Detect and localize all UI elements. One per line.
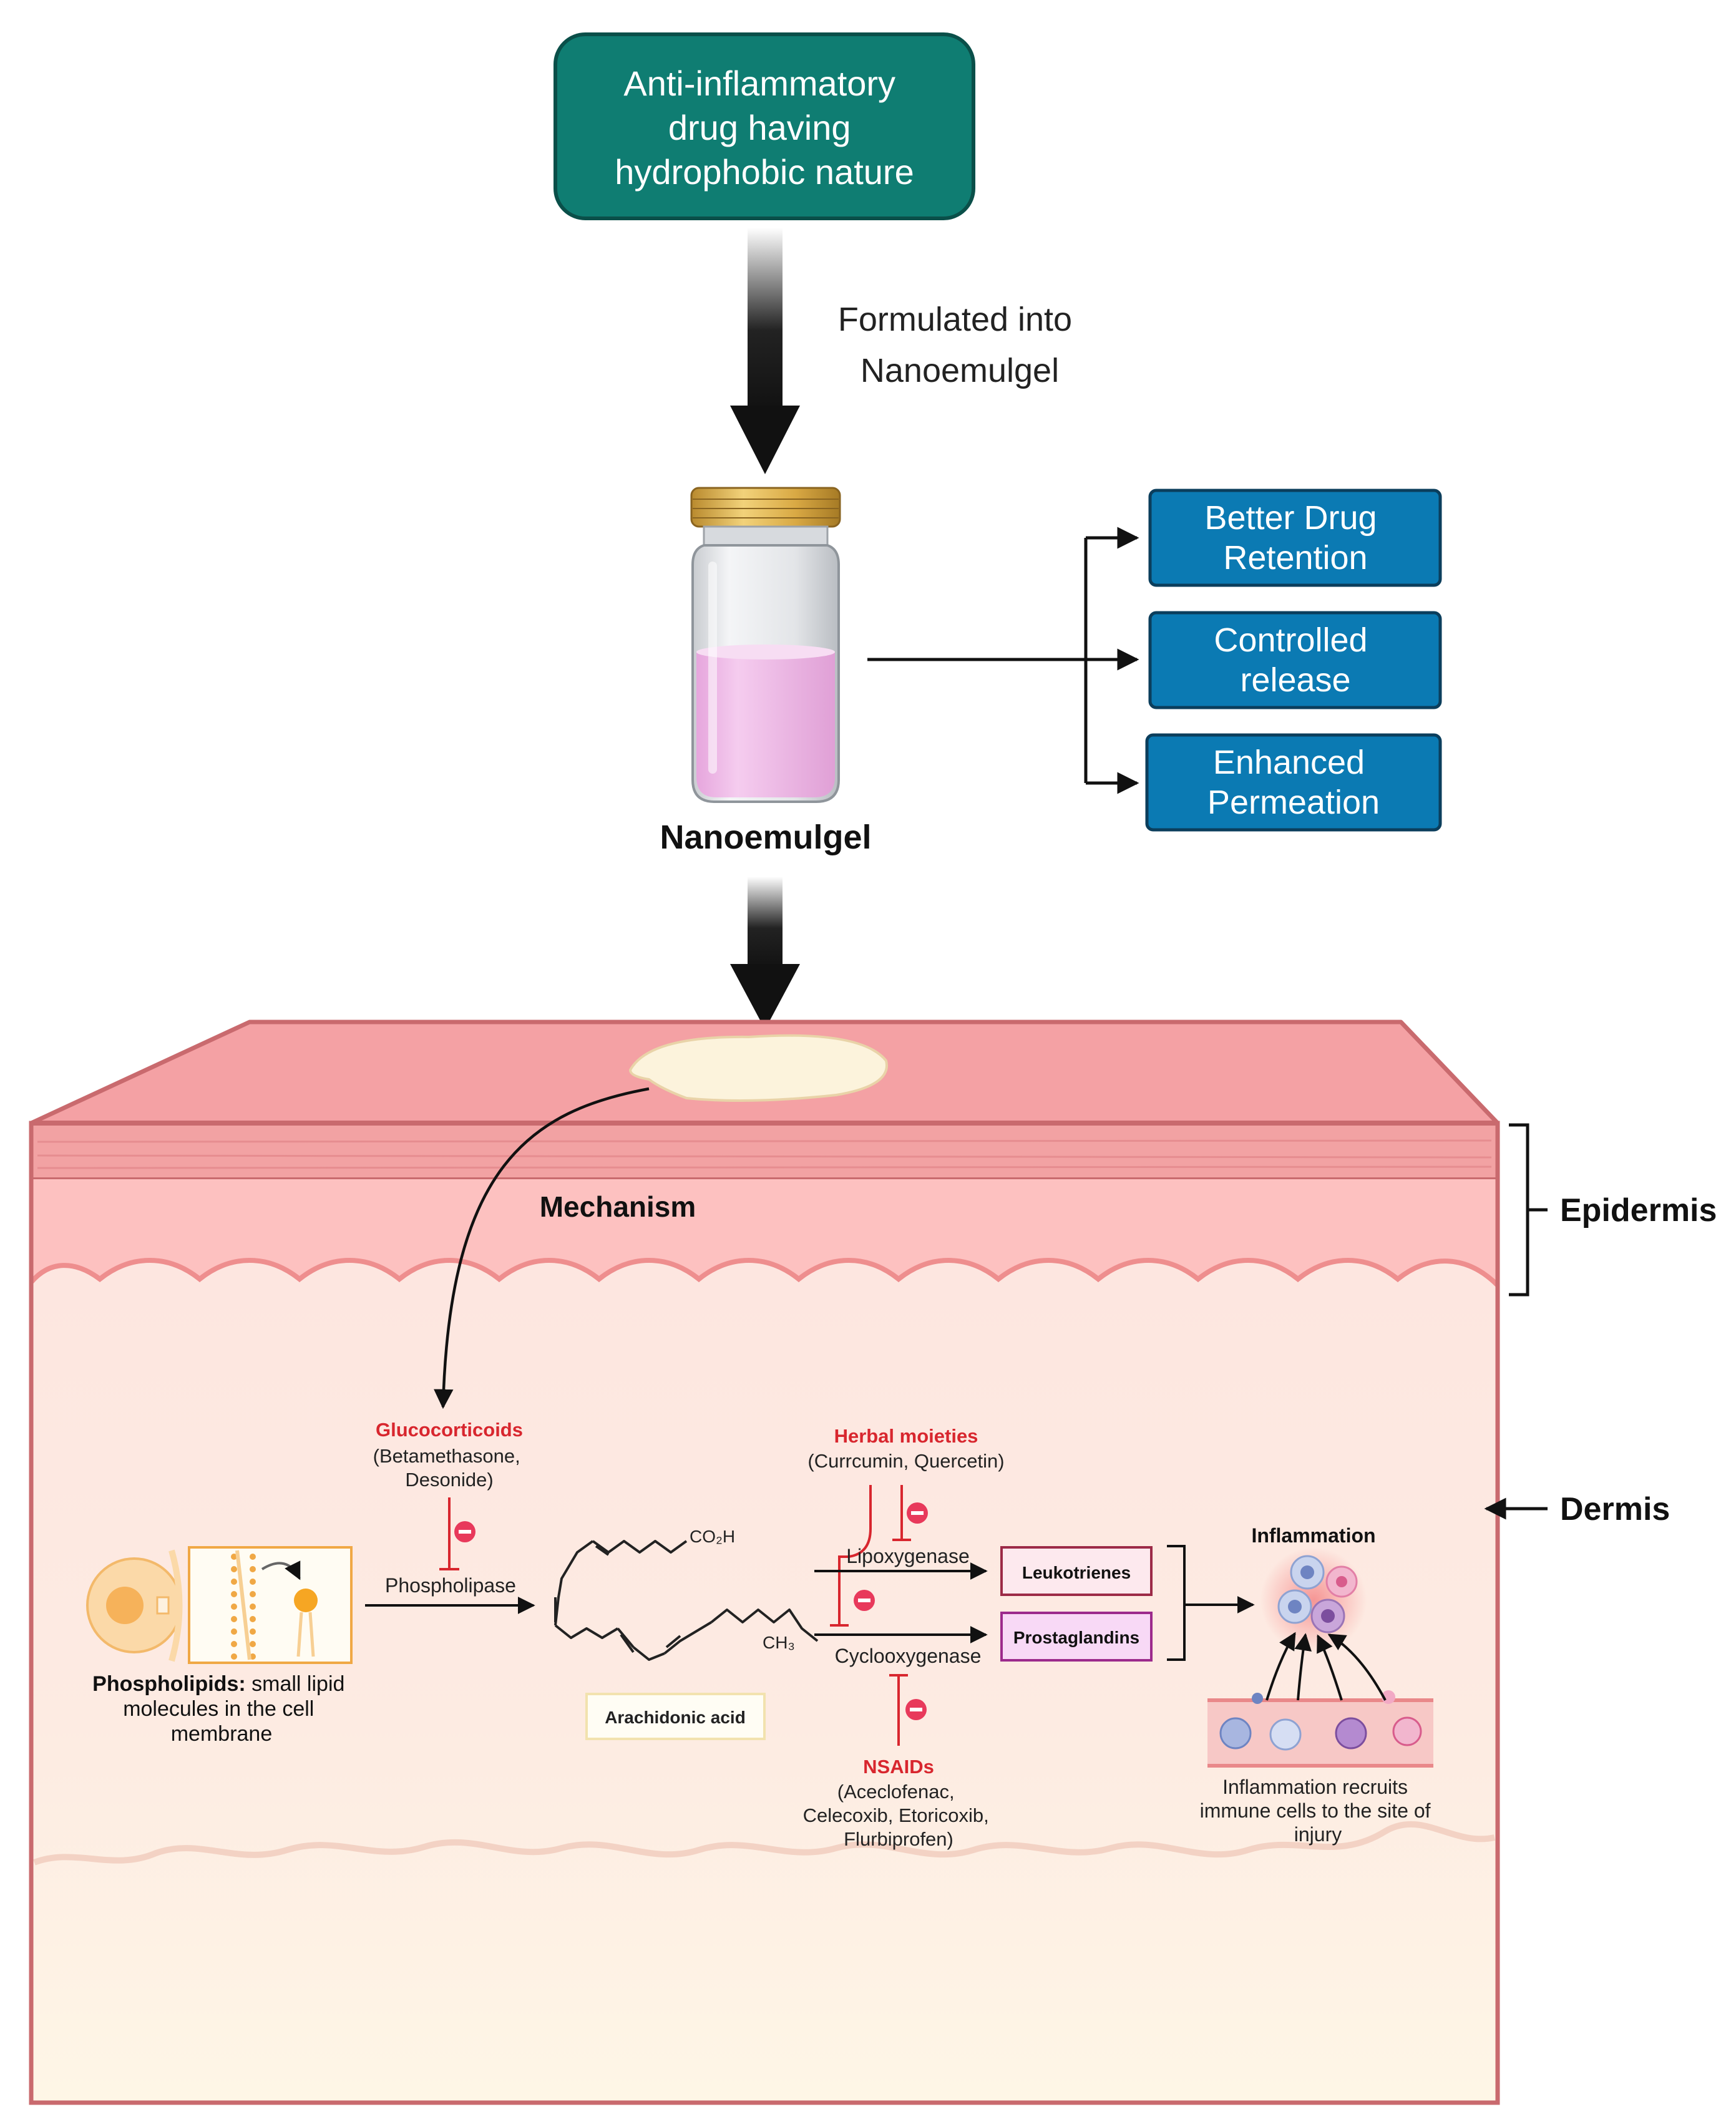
glucocorticoids-examples: (Betamethasone, Desonide) [373, 1445, 526, 1491]
dermis-label: Dermis [1560, 1491, 1670, 1527]
svg-text:Arachidonic acid: Arachidonic acid [605, 1708, 746, 1727]
benefit-connectors [867, 527, 1139, 794]
svg-text:Better Drug Retention: Better Drug Retention [1204, 499, 1386, 577]
glucocorticoids-title: Glucocorticoids [376, 1419, 523, 1441]
co2h-label: CO₂H [690, 1527, 735, 1546]
minus-icon [854, 1502, 928, 1611]
recruitment-arrows [1265, 1632, 1387, 1701]
ch3-label: CH₃ [763, 1633, 795, 1652]
benefit-box-permeation: Enhanced Permeation [1145, 733, 1442, 832]
svg-text:Leukotrienes: Leukotrienes [1022, 1563, 1131, 1582]
blood-vessel-icon [1207, 1690, 1433, 1768]
leukotrienes-box: Leukotrienes [1000, 1546, 1153, 1596]
inflammation-title: Inflammation [1251, 1524, 1375, 1547]
membrane-icon [188, 1546, 353, 1664]
skin-block [29, 1020, 1500, 2105]
vial-label: Nanoemulgel [660, 819, 871, 856]
arachidonic-acid-structure [554, 1540, 819, 1661]
herbal-title: Herbal moieties [834, 1425, 978, 1447]
mechanism-arrow [434, 1087, 650, 1409]
drug-box-line-1: Anti-inflammatory [623, 64, 895, 103]
glucocorticoids-inhibition [439, 1497, 475, 1570]
phospholipids-caption: Phospholipids: small lipid molecules in … [92, 1672, 351, 1746]
gel-blob [628, 1034, 888, 1102]
products-bracket [1167, 1545, 1255, 1661]
svg-text:Prostaglandins: Prostaglandins [1013, 1628, 1139, 1647]
epidermis-bracket [1509, 1123, 1548, 1297]
phospholipase-label: Phospholipase [385, 1574, 516, 1597]
svg-text:Anti-inflammatory drug h: Anti-inflammatory drug having hydrophobi… [615, 64, 914, 192]
nsaids-title: NSAIDs [863, 1756, 934, 1778]
epidermis-label: Epidermis [1560, 1192, 1717, 1229]
mechanism-title: Mechanism [540, 1190, 696, 1223]
cyclooxygenase-label: Cyclooxygenase [835, 1645, 982, 1667]
lipoxygenase-label: Lipoxygenase [846, 1545, 969, 1567]
vial-icon [690, 487, 841, 803]
prostaglandins-box: Prostaglandins [1000, 1612, 1153, 1662]
formulation-arrow [730, 228, 800, 474]
arachidonic-acid-box: Arachidonic acid [585, 1693, 766, 1740]
drug-box-line-2: drug having [668, 108, 851, 147]
cell-icon [86, 1549, 183, 1662]
formulated-label: Formulated into Nanoemulgel [838, 301, 1081, 389]
inflammation-caption: Inflammation recruits immune cells to th… [1200, 1776, 1436, 1846]
nsaids-inhibition [889, 1674, 927, 1746]
inflammation-icon [1261, 1547, 1367, 1653]
drug-box-line-3: hydrophobic nature [615, 152, 914, 192]
benefit-box-retention: Better Drug Retention [1148, 489, 1442, 587]
benefit-box-release: Controlled release [1148, 611, 1442, 709]
svg-text:Enhanced Permeation: Enhanced Permeation [1207, 744, 1380, 821]
svg-text:Controlled release: Controlled release [1214, 621, 1377, 699]
herbal-examples: (Currcumin, Quercetin) [807, 1450, 1004, 1472]
herbal-inhibition [830, 1485, 911, 1627]
drug-box: Anti-inflammatory drug having hydrophobi… [553, 32, 975, 220]
application-arrow [730, 877, 800, 1029]
nsaids-examples: (Aceclofenac, Celecoxib, Etoricoxib, Flu… [803, 1781, 995, 1850]
